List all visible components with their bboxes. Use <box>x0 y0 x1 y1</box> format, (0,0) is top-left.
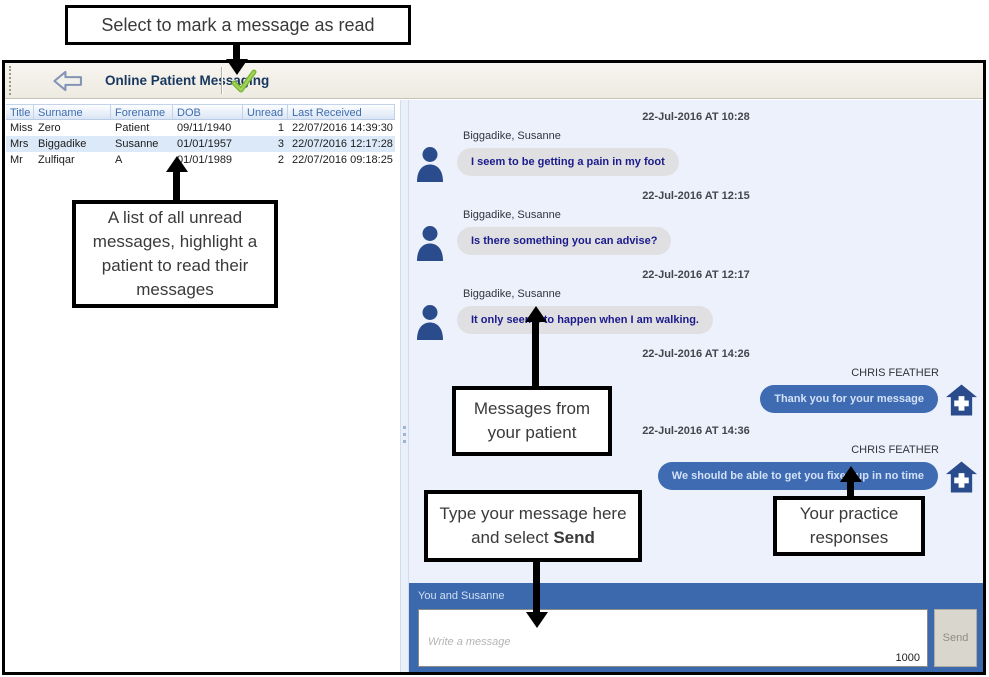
message-timestamp: 22-Jul-2016 AT 10:28 <box>642 111 750 123</box>
cell-surname: Zero <box>38 122 61 134</box>
arrow-up-head-icon <box>840 466 862 482</box>
send-button[interactable]: Send <box>934 609 977 667</box>
message-timestamp: 22-Jul-2016 AT 14:36 <box>642 425 750 437</box>
toolbar-separator <box>221 67 222 94</box>
message-timestamp: 22-Jul-2016 AT 14:26 <box>642 348 750 360</box>
cell-unread: 1 <box>277 122 284 134</box>
cell-title: Miss <box>10 122 33 134</box>
toolbar-grip <box>9 66 12 95</box>
callout-text: Messages from your patient <box>473 399 591 442</box>
cell-surname: Biggadike <box>38 138 87 150</box>
cell-last-received: 22/07/2016 14:39:30 <box>292 122 393 134</box>
message-timestamp: 22-Jul-2016 AT 12:15 <box>642 190 750 202</box>
message-sender: CHRIS FEATHER <box>851 444 939 456</box>
cell-title: Mrs <box>10 138 29 150</box>
cell-unread: 3 <box>277 138 284 150</box>
table-row[interactable]: Mr Zulfiqar A 01/01/1989 2 22/07/2016 09… <box>6 152 395 168</box>
message-bubble: Is there something you can advise? <box>457 227 672 255</box>
chat-panel: 22-Jul-2016 AT 10:28 Biggadike, Susanne … <box>409 100 983 672</box>
arrow-down-head-icon <box>526 612 548 628</box>
toolbar: Online Patient Messaging <box>5 63 983 99</box>
message-bubble: We should be able to get you fixed up in… <box>657 462 938 490</box>
message-bubble: It only seems to happen when I am walkin… <box>457 306 713 334</box>
cell-forename: Patient <box>115 122 150 134</box>
message-bubble: I seem to be getting a pain in my foot <box>457 148 679 176</box>
table-header-row: Title Surname Forename DOB Unread Last R… <box>6 104 395 120</box>
patient-message: I seem to be getting a pain in my foot <box>415 146 983 182</box>
column-header-unread[interactable]: Unread <box>243 105 288 119</box>
column-header-forename[interactable]: Forename <box>111 105 173 119</box>
column-header-dob[interactable]: DOB <box>173 105 243 119</box>
patient-message: Is there something you can advise? <box>415 225 983 261</box>
table-row-selected[interactable]: Mrs Biggadike Susanne 01/01/1957 3 22/07… <box>6 136 395 152</box>
check-icon <box>231 69 257 93</box>
back-arrow-icon <box>53 70 82 92</box>
message-list[interactable]: 22-Jul-2016 AT 10:28 Biggadike, Susanne … <box>409 100 983 583</box>
cell-title: Mr <box>10 154 23 166</box>
column-header-title[interactable]: Title <box>6 105 34 119</box>
column-header-surname[interactable]: Surname <box>34 105 111 119</box>
patient-avatar-icon <box>417 305 443 340</box>
message-sender: CHRIS FEATHER <box>851 367 939 379</box>
callout-text: Your practice responses <box>799 504 899 547</box>
arrow-up-icon <box>173 170 180 200</box>
arrow-up-icon <box>532 320 539 386</box>
callout-practice-responses: Your practice responses <box>773 496 925 556</box>
message-input-placeholder: Write a message <box>428 636 511 648</box>
callout-text: A list of all unread messages, highlight… <box>92 208 258 299</box>
cell-last-received: 22/07/2016 12:17:28 <box>292 138 393 150</box>
cell-dob: 01/01/1957 <box>177 138 233 150</box>
cell-dob: 01/01/1989 <box>177 154 233 166</box>
send-button-label: Send <box>942 632 969 644</box>
arrow-up-head-icon <box>166 156 188 172</box>
patient-table: Title Surname Forename DOB Unread Last R… <box>6 104 395 168</box>
cell-unread: 2 <box>277 154 284 166</box>
patient-avatar-icon <box>417 226 443 261</box>
callout-mark-read: Select to mark a message as read <box>65 5 411 45</box>
message-input[interactable]: Write a message 1000 <box>418 609 928 667</box>
arrow-down-icon <box>233 44 240 61</box>
message-composer: You and Susanne Write a message 1000 Sen… <box>409 583 983 672</box>
conversation-label: You and Susanne <box>418 590 505 602</box>
message-sender: Biggadike, Susanne <box>463 288 561 300</box>
char-counter: 1000 <box>895 652 920 664</box>
callout-text: Type your message here and select Send <box>439 504 627 547</box>
message-sender: Biggadike, Susanne <box>463 130 561 142</box>
patient-avatar-icon <box>417 147 443 182</box>
cell-forename: A <box>115 154 123 166</box>
callout-patient-messages: Messages from your patient <box>452 386 612 456</box>
page-title: Online Patient Messaging <box>105 73 270 88</box>
arrow-down-head-icon <box>226 59 248 75</box>
callout-type-message: Type your message here and select Send <box>424 490 642 562</box>
practice-avatar-icon <box>946 384 977 416</box>
splitter-grip-icon <box>403 422 406 447</box>
practice-message: We should be able to get you fixed up in… <box>409 460 977 494</box>
mark-read-button[interactable] <box>229 67 257 95</box>
cell-surname: Zulfiqar <box>38 154 75 166</box>
practice-avatar-icon <box>946 461 977 493</box>
panel-splitter[interactable] <box>400 100 409 672</box>
arrow-up-icon <box>847 480 854 496</box>
patient-list-panel: Title Surname Forename DOB Unread Last R… <box>5 100 400 672</box>
patient-message: It only seems to happen when I am walkin… <box>415 304 983 340</box>
callout-unread-list: A list of all unread messages, highlight… <box>72 200 278 308</box>
message-bubble: Thank you for your message <box>760 385 938 413</box>
cell-dob: 09/11/1940 <box>177 122 232 134</box>
table-row[interactable]: Miss Zero Patient 09/11/1940 1 22/07/201… <box>6 120 395 136</box>
message-sender: Biggadike, Susanne <box>463 209 561 221</box>
callout-text: Select to mark a message as read <box>101 15 375 35</box>
arrow-up-head-icon <box>525 306 547 322</box>
app-window: Online Patient Messaging Title Surname F… <box>2 60 986 675</box>
cell-last-received: 22/07/2016 09:18:25 <box>292 154 393 166</box>
arrow-down-icon <box>533 562 540 614</box>
column-header-last-received[interactable]: Last Received <box>288 105 395 119</box>
cell-forename: Susanne <box>115 138 159 150</box>
message-timestamp: 22-Jul-2016 AT 12:17 <box>642 269 750 281</box>
back-button[interactable] <box>51 70 85 92</box>
practice-message: Thank you for your message <box>409 383 977 417</box>
